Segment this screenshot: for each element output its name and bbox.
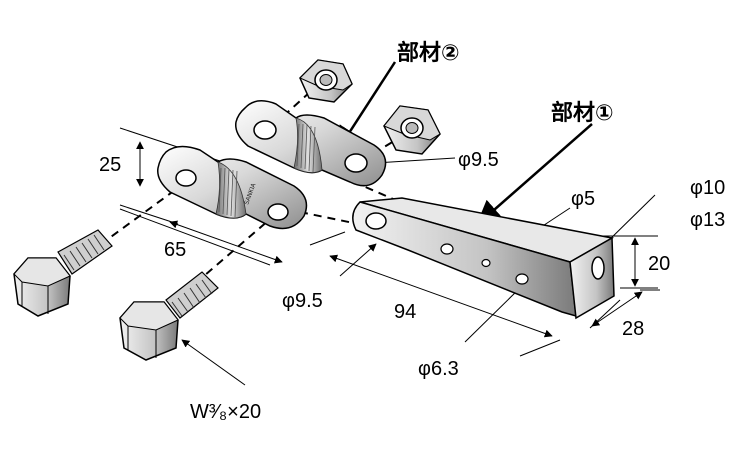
dim-end-height: 20 xyxy=(648,253,670,275)
part1-bracket xyxy=(352,197,615,320)
dim-plate-length: 65 xyxy=(164,239,186,261)
dim-hole-plate-bottom: φ9.5 xyxy=(282,290,323,312)
bolt-spec: W³⁄₈×20 xyxy=(190,401,261,423)
dim-hole-mid: φ6.3 xyxy=(418,358,459,380)
part1-hole-mid xyxy=(515,273,529,285)
part2-plate xyxy=(235,100,387,187)
part2-hole-right xyxy=(344,153,368,173)
hex-nut-top xyxy=(299,59,353,103)
part1-end-hole xyxy=(591,256,605,280)
dim-hole-end-b: φ13 xyxy=(690,209,725,231)
bolt-left xyxy=(13,229,113,317)
dim-plate-height: 25 xyxy=(99,154,121,176)
part1-hole-b xyxy=(440,243,454,255)
dim-hole-plate-top: φ9.5 xyxy=(458,149,499,171)
dimension-lines xyxy=(119,127,660,357)
dim-bracket-length: 94 xyxy=(394,301,416,323)
lower-plate: SANKIA xyxy=(157,145,308,230)
part1-hole-a xyxy=(365,212,387,230)
lower-plate-hole-right xyxy=(267,203,289,221)
dim-hole-end-a: φ10 xyxy=(690,177,725,199)
part2-hole-left xyxy=(253,120,277,140)
dim-hole-small: φ5 xyxy=(571,188,595,210)
part1-hole-small xyxy=(481,258,491,268)
bolt-right xyxy=(119,271,219,361)
part2-label: 部材② xyxy=(397,40,460,66)
part-pointers xyxy=(336,61,593,226)
hex-nut-right xyxy=(383,105,441,155)
dim-end-width: 28 xyxy=(622,318,644,340)
lower-plate-hole-left xyxy=(175,169,197,187)
part1-label: 部材① xyxy=(551,100,614,126)
